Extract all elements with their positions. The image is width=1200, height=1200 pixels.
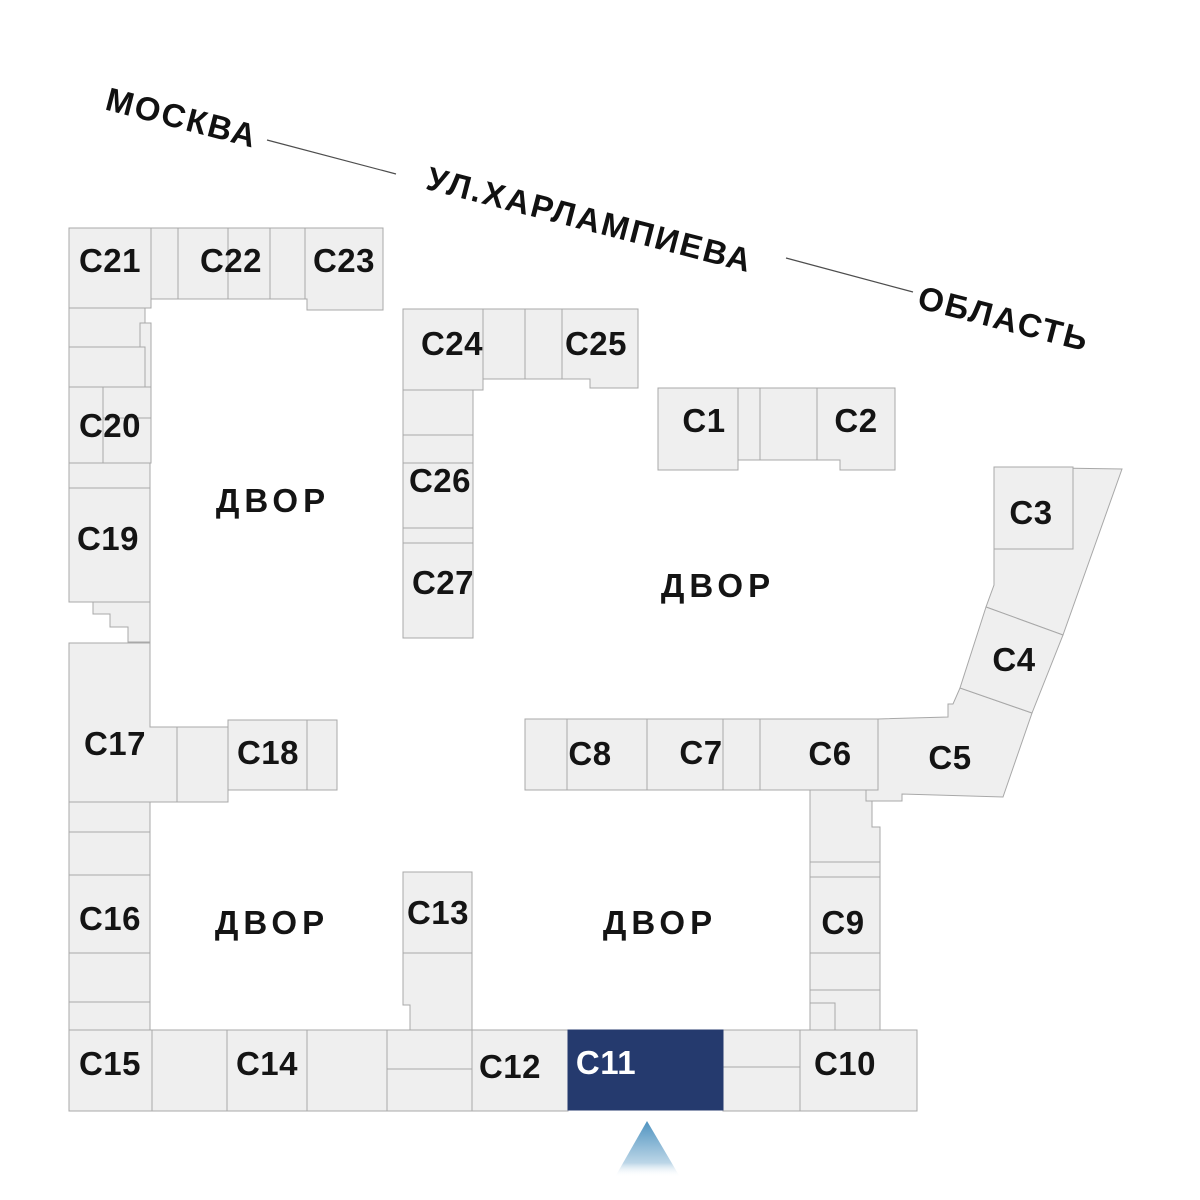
courtyard-labels: ДВОР ДВОР ДВОР ДВОР — [215, 482, 775, 941]
segment — [68, 346, 146, 388]
building-c12-label: C12 — [479, 1048, 541, 1085]
street-region-label: ОБЛАСТЬ — [914, 279, 1093, 359]
segment — [269, 227, 306, 300]
building-c8[interactable]: C8 — [566, 718, 648, 791]
segment — [68, 952, 151, 1003]
building-c9-label: C9 — [821, 904, 864, 941]
segment — [306, 1029, 388, 1112]
building-c24[interactable]: C24 — [402, 308, 484, 391]
segment — [68, 801, 151, 833]
segment — [150, 227, 179, 300]
segment — [402, 389, 474, 436]
segment — [68, 831, 151, 876]
building-c18-label: C18 — [237, 734, 299, 771]
segment — [524, 308, 563, 380]
building-c6[interactable]: C6 — [759, 718, 879, 791]
building-c25-label: C25 — [565, 325, 627, 362]
building-c21[interactable]: C21 — [68, 227, 152, 309]
location-marker-triangle — [615, 1121, 680, 1177]
segment — [809, 1002, 836, 1031]
building-c26-label: C26 — [409, 462, 471, 499]
segment-stair-step — [92, 601, 151, 643]
courtyard-label-2: ДВОР — [661, 567, 775, 604]
segment — [524, 718, 568, 791]
building-c3[interactable]: C3 — [993, 466, 1074, 550]
building-c14-label: C14 — [236, 1045, 298, 1082]
building-c5-label: C5 — [928, 739, 971, 776]
building-c27-label: C27 — [412, 564, 474, 601]
building-c25[interactable]: C25 — [561, 308, 639, 389]
building-c1[interactable]: C1 — [657, 387, 739, 471]
building-c16[interactable]: C16 — [68, 874, 151, 954]
street-name-label: УЛ.ХАРЛАМПИЕВА — [423, 160, 757, 280]
segment — [151, 1029, 228, 1112]
segment — [68, 1001, 151, 1031]
building-c13[interactable]: C13 — [402, 871, 473, 954]
building-c13-label: C13 — [407, 894, 469, 931]
building-c10-label: C10 — [814, 1045, 876, 1082]
building-c14[interactable]: C14 — [226, 1029, 308, 1112]
building-c8-label: C8 — [568, 735, 611, 772]
building-c7[interactable]: C7 — [646, 718, 724, 791]
segment — [386, 1068, 473, 1112]
segment — [759, 387, 818, 461]
segment — [482, 308, 526, 380]
building-c11-selected[interactable]: C11 — [567, 1029, 724, 1111]
buildings: C21 C22 C23 C20 C19 C17 C18 — [68, 227, 1074, 1112]
building-c11-label: C11 — [576, 1044, 636, 1081]
building-c15[interactable]: C15 — [68, 1029, 153, 1112]
building-c9[interactable]: C9 — [809, 876, 881, 954]
segment — [737, 387, 761, 461]
street-line-1 — [266, 139, 397, 175]
building-c20-label: C20 — [79, 407, 141, 444]
building-c19[interactable]: C19 — [68, 487, 151, 603]
building-c4-label: C4 — [992, 641, 1035, 678]
courtyard-label-3: ДВОР — [215, 904, 329, 941]
segment — [809, 861, 881, 878]
courtyard-label-4: ДВОР — [603, 904, 717, 941]
building-c10[interactable]: C10 — [799, 1029, 918, 1112]
building-c7-label: C7 — [679, 734, 722, 771]
segment — [722, 1066, 801, 1112]
building-c27[interactable]: C27 — [402, 542, 474, 639]
building-c23-label: C23 — [313, 242, 375, 279]
building-c21-label: C21 — [79, 242, 141, 279]
building-c4[interactable]: C4 — [959, 606, 1064, 714]
building-c18[interactable]: C18 — [227, 719, 338, 791]
segment — [402, 434, 474, 464]
segment — [402, 527, 474, 544]
building-c19-label: C19 — [77, 520, 139, 557]
building-c6-label: C6 — [808, 735, 851, 772]
segment — [809, 952, 881, 991]
street-city-label: МОСКВА — [102, 80, 261, 155]
building-c3-label: C3 — [1009, 494, 1052, 531]
building-c16-label: C16 — [79, 900, 141, 937]
building-c12[interactable]: C12 — [471, 1029, 569, 1112]
building-c17[interactable]: C17 — [68, 642, 229, 803]
building-c2-label: C2 — [834, 402, 877, 439]
segment — [722, 718, 761, 791]
segment — [402, 952, 473, 1031]
building-c1-label: C1 — [682, 402, 725, 439]
segment — [68, 307, 146, 348]
building-c24-label: C24 — [421, 325, 483, 362]
building-c26[interactable]: C26 — [402, 462, 474, 529]
building-c23[interactable]: C23 — [304, 227, 384, 311]
courtyard-label-1: ДВОР — [216, 482, 330, 519]
building-c17-label: C17 — [84, 725, 146, 762]
street-line-2 — [785, 257, 914, 293]
building-c22[interactable]: C22 — [177, 227, 271, 300]
building-c20[interactable]: C20 — [68, 386, 152, 464]
segment — [68, 462, 151, 489]
building-c15-label: C15 — [79, 1045, 141, 1082]
segment — [386, 1029, 473, 1070]
building-c22-label: C22 — [200, 242, 262, 279]
building-c5[interactable]: C5 — [865, 687, 1033, 802]
building-c2[interactable]: C2 — [816, 387, 896, 471]
segment — [722, 1029, 801, 1068]
